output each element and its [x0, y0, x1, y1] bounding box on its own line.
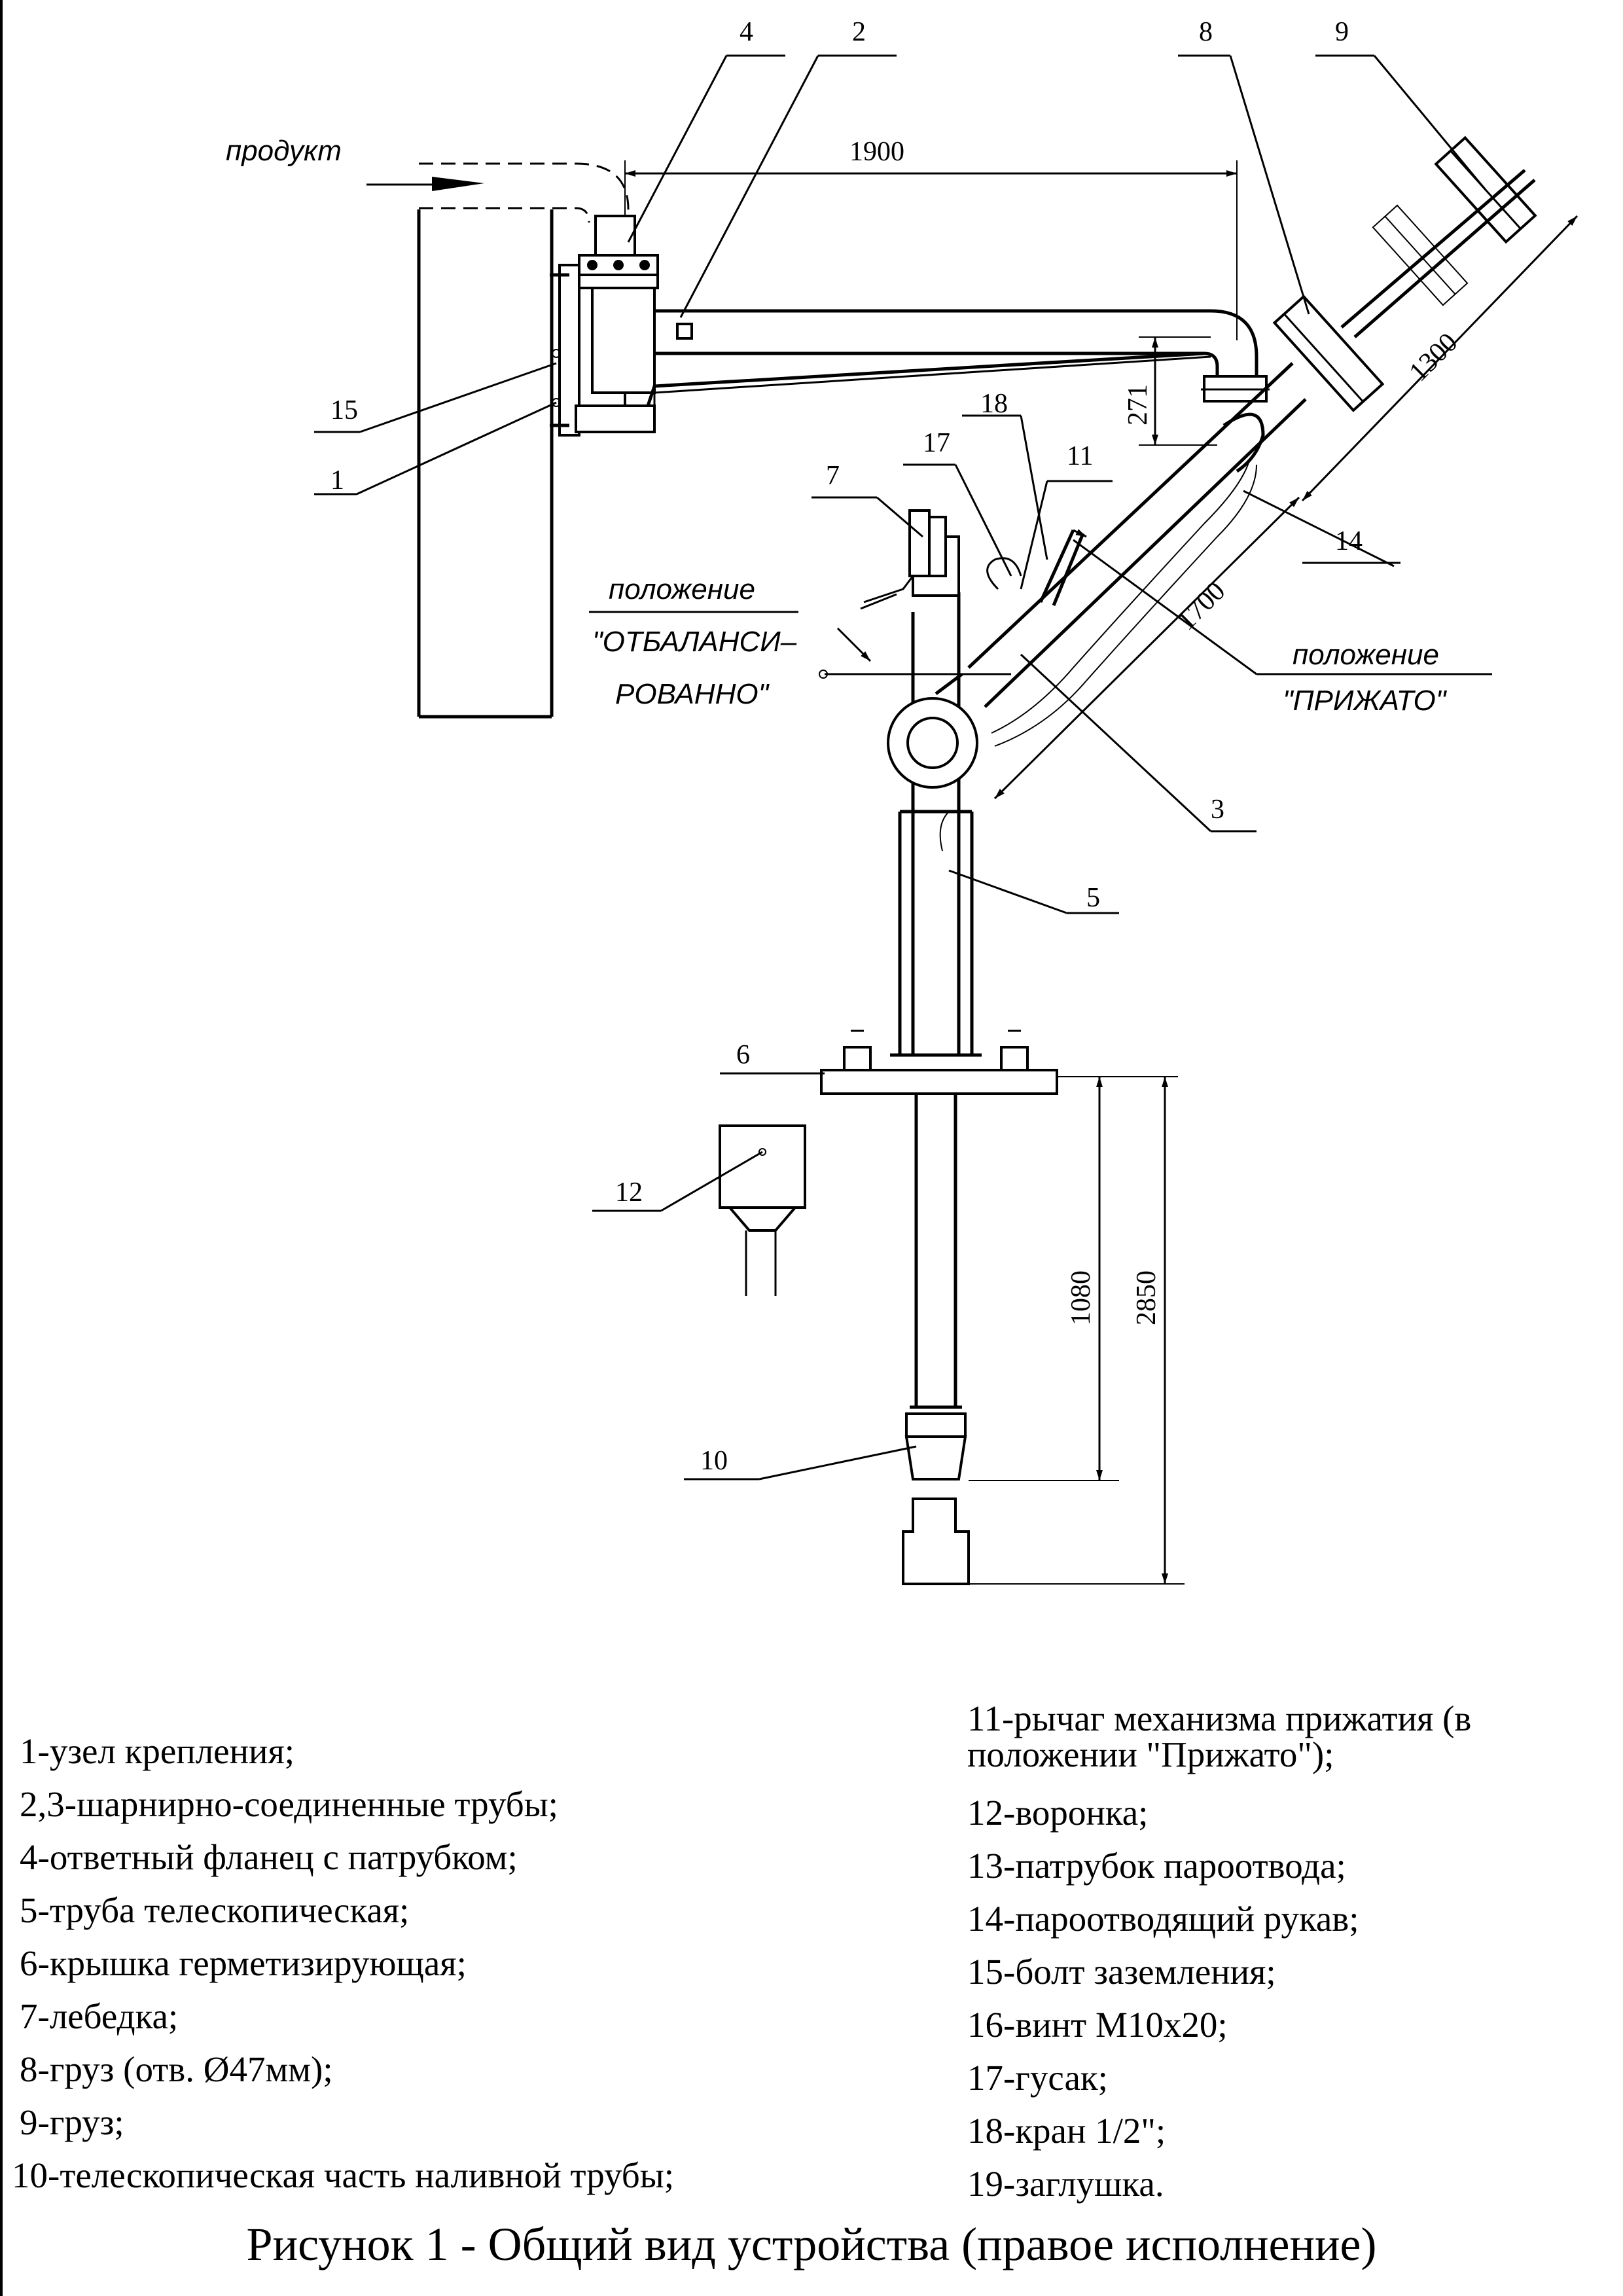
callout-15: 15 — [330, 395, 358, 425]
callout-2: 2 — [852, 17, 866, 47]
callout-11: 11 — [1067, 441, 1093, 471]
legend-item: 12-воронка; — [967, 1793, 1149, 1833]
legend-item: 14-пароотводящий рукав; — [967, 1899, 1359, 1939]
legend-item: 6-крышка герметизирующая; — [20, 1943, 467, 1983]
dimension-lines — [624, 160, 1578, 1585]
callout-numbers: 4 2 8 9 15 1 7 17 18 11 14 3 5 6 12 10 — [330, 17, 1363, 1476]
dim-1300: 1300 — [1404, 327, 1464, 387]
label-position-pressed-line2: "ПРИЖАТО" — [1283, 685, 1448, 717]
callout-8: 8 — [1199, 17, 1213, 47]
label-position-balanced-line3: РОВАННО" — [615, 678, 770, 710]
legend-right: 11-рычаг механизма прижатия (в положении… — [967, 1700, 1596, 2219]
annotations: продукт положение "ОТБАЛАНСИ– РОВАННО" п… — [226, 135, 1448, 717]
winch — [819, 509, 1011, 679]
dim-1080: 1080 — [1066, 1270, 1096, 1325]
callout-7: 7 — [826, 461, 840, 491]
label-position-pressed: положение — [1293, 639, 1439, 671]
wall-column — [417, 209, 554, 719]
legend-item: 17-гусак; — [967, 2058, 1108, 2098]
legend-item: 13-патрубок пароотвода; — [967, 1846, 1346, 1886]
horizontal-arm — [646, 309, 1270, 406]
swivel-joint — [575, 215, 659, 433]
leader-lines — [314, 54, 1492, 1480]
counterweight-8 — [1272, 295, 1385, 412]
product-inlet-pipe — [366, 162, 630, 223]
label-position-balanced: положение — [609, 573, 755, 605]
callout-9: 9 — [1335, 17, 1349, 47]
telescopic-pipe — [887, 535, 978, 1054]
legend-item: 9-груз; — [20, 2102, 124, 2142]
callout-1: 1 — [330, 465, 344, 495]
legend-item: 10-телескопическая часть наливной трубы; — [12, 2155, 675, 2195]
callout-14: 14 — [1335, 526, 1363, 556]
callout-18: 18 — [980, 389, 1008, 419]
lower-pipe — [902, 1094, 970, 1585]
funnel — [719, 1124, 806, 1296]
legend-item: 18-кран 1/2"; — [967, 2111, 1166, 2151]
technical-drawing: 4 2 8 9 15 1 7 17 18 11 14 3 5 6 12 10 1… — [226, 17, 1578, 1585]
callout-10: 10 — [700, 1446, 728, 1476]
callout-12: 12 — [615, 1177, 643, 1208]
callout-4: 4 — [740, 17, 753, 47]
legend-item: 15-болт заземления; — [967, 1952, 1276, 1992]
figure-caption: Рисунок 1 - Общий вид устройства (правое… — [246, 2218, 1377, 2270]
legend-item: 11-рычаг механизма прижатия (в положении… — [967, 1698, 1472, 1774]
dim-1900: 1900 — [849, 137, 904, 167]
legend-item: 5-труба телескопическая; — [20, 1890, 410, 1930]
callout-5: 5 — [1086, 883, 1100, 913]
gusak-valve — [986, 529, 1085, 606]
dim-271: 271 — [1123, 384, 1153, 425]
legend-item: 16-винт М10х20; — [967, 2005, 1228, 2045]
label-product: продукт — [226, 135, 342, 167]
frame-border — [0, 0, 3, 2296]
callout-6: 6 — [736, 1040, 750, 1070]
legend-item: 4-ответный фланец с патрубком; — [20, 1837, 518, 1877]
legend-left: 1-узел крепления; 2,3-шарнирно-соединенн… — [12, 1731, 674, 2210]
legend-item: 7-лебедка; — [20, 1996, 179, 2036]
legend-item: 8-груз (отв. Ø47мм); — [20, 2049, 333, 2089]
dim-2850: 2850 — [1132, 1270, 1162, 1325]
dim-1700: 1700 — [1171, 576, 1232, 636]
callout-3: 3 — [1211, 795, 1224, 825]
legend-item: 2,3-шарнирно-соединенные трубы; — [20, 1784, 558, 1824]
callout-17: 17 — [923, 428, 950, 458]
inclined-arm — [935, 362, 1307, 747]
label-position-balanced-line2: "ОТБАЛАНСИ– — [592, 626, 797, 658]
sealing-lid — [820, 1030, 1058, 1095]
legend-item: 19-заглушка. — [967, 2164, 1164, 2204]
legend-item: 1-узел крепления; — [20, 1731, 295, 1771]
